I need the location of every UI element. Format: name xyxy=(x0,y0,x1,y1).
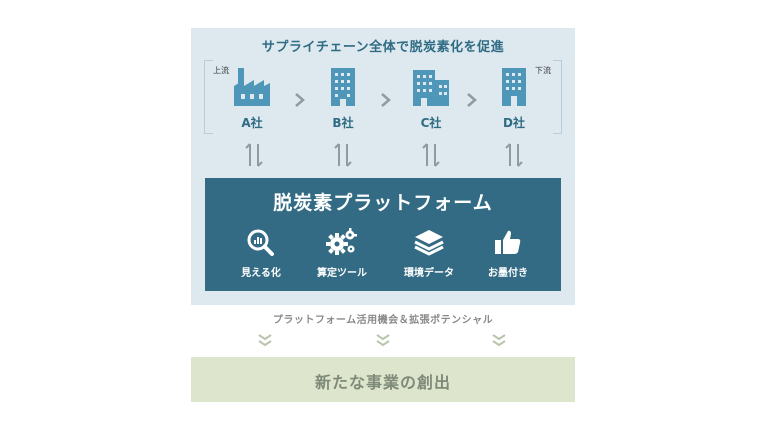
building-icon xyxy=(331,68,355,106)
layers-icon xyxy=(414,230,444,256)
company-label-c: C社 xyxy=(420,116,442,130)
up-down-arrows-icon xyxy=(245,143,263,167)
company-label-a: A社 xyxy=(241,116,263,130)
panel-title: サプライチェーン全体で脱炭素化を促進 xyxy=(261,40,505,55)
feature-label-endorsement: お墨付き xyxy=(488,268,528,279)
double-chevron-down-icon xyxy=(492,334,506,347)
company-label-d: D社 xyxy=(503,116,525,130)
up-down-arrows-icon xyxy=(334,143,352,167)
outcome-box: 新たな事業の創出 xyxy=(191,357,575,402)
feature-calc-tool: 算定ツール xyxy=(302,228,382,279)
supply-chain-panel: サプライチェーン全体で脱炭素化を促進 上流 下流 A社 B社 xyxy=(191,28,575,305)
downstream-label: 下流 xyxy=(535,66,551,75)
potential-text: プラットフォーム活用機会＆拡張ポテンシャル xyxy=(272,315,494,326)
chevron-right-icon xyxy=(295,93,305,107)
thumbs-up-icon xyxy=(495,230,521,254)
right-bracket xyxy=(553,60,562,134)
company-label-b: B社 xyxy=(332,116,354,130)
feature-label-calc-tool: 算定ツール xyxy=(317,268,367,279)
feature-visualization: 見える化 xyxy=(221,228,301,279)
outcome-text: 新たな事業の創出 xyxy=(314,373,451,392)
factory-icon xyxy=(234,68,270,106)
platform-box: 脱炭素プラットフォーム 見える化 xyxy=(205,178,561,291)
double-chevron-down-icon xyxy=(376,334,390,347)
gears-icon xyxy=(326,228,357,255)
company-d: D社 xyxy=(484,66,544,131)
magnifier-chart-icon xyxy=(247,229,274,256)
feature-label-env-data: 環境データ xyxy=(404,268,454,279)
upstream-label: 上流 xyxy=(213,66,229,75)
feature-endorsement: お墨付き xyxy=(468,228,548,279)
left-bracket xyxy=(204,60,213,134)
platform-title: 脱炭素プラットフォーム xyxy=(273,192,493,214)
building-icon xyxy=(413,70,449,106)
up-down-arrows-icon xyxy=(422,143,440,167)
double-chevron-down-icon xyxy=(258,334,272,347)
up-down-arrows-icon xyxy=(505,143,523,167)
company-b: B社 xyxy=(313,66,373,131)
building-icon xyxy=(502,68,526,106)
chevron-right-icon xyxy=(381,93,391,107)
feature-label-visualization: 見える化 xyxy=(241,268,281,279)
chevron-right-icon xyxy=(467,93,477,107)
company-c: C社 xyxy=(401,66,461,131)
company-a: A社 xyxy=(222,66,282,131)
feature-env-data: 環境データ xyxy=(389,228,469,279)
